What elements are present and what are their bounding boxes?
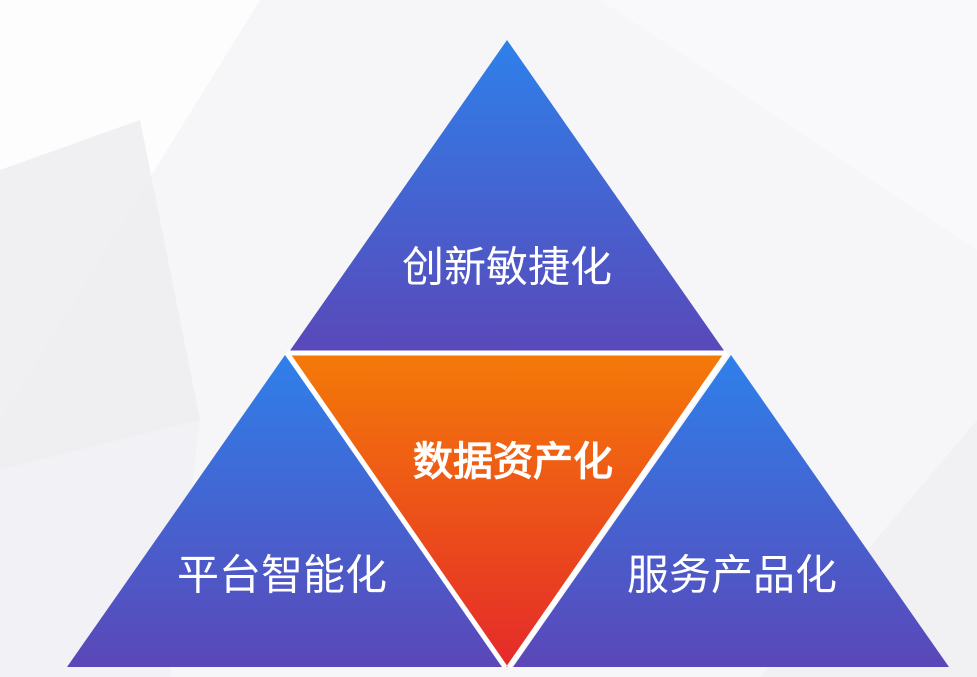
divider-left	[284, 351, 508, 669]
triangle-center	[289, 355, 725, 667]
segment-label-platform: 平台智能化	[176, 550, 388, 600]
segment-label-data-assets: 数据资产化	[413, 439, 613, 485]
divider-right	[506, 351, 730, 669]
triangle-top	[289, 40, 725, 352]
triangle-left	[67, 355, 503, 667]
triangle-right	[513, 355, 949, 667]
segment-label-innovation: 创新敏捷化	[401, 242, 613, 292]
segment-label-service: 服务产品化	[626, 550, 838, 600]
